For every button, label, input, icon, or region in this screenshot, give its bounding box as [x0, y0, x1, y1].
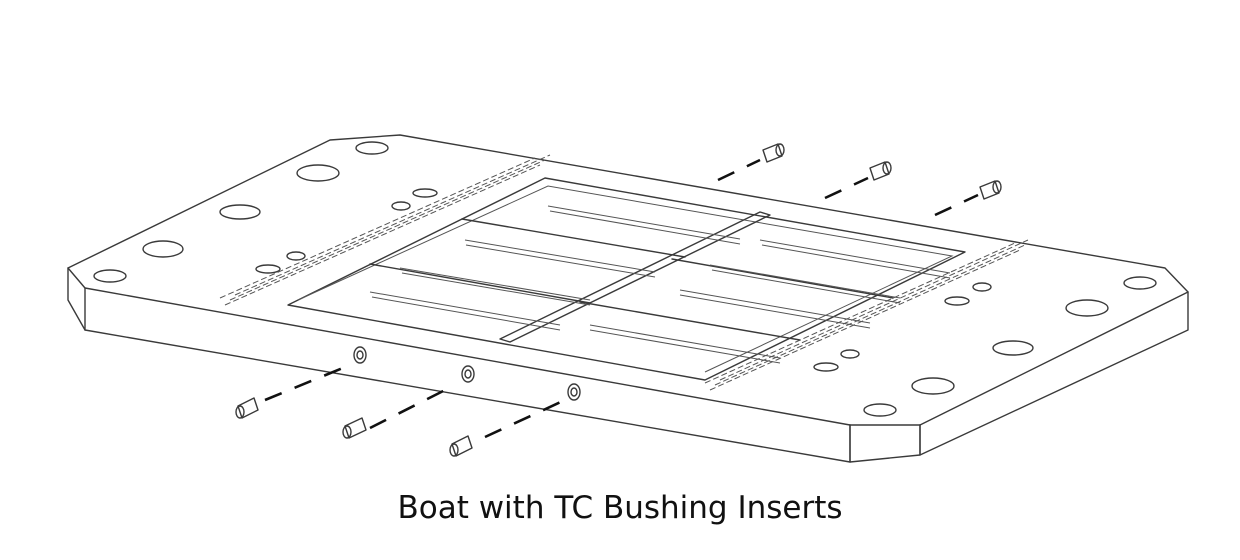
bushing-insert-front-2: [342, 417, 367, 439]
side-bushing-holes: [353, 346, 581, 401]
pocket-divider-long: [499, 211, 771, 343]
bushing-insert-back-1: [762, 143, 785, 163]
plate-left-edge: [67, 267, 86, 331]
pocket-divider-right-1: [579, 301, 801, 341]
plate-corner-bevel: [849, 424, 921, 463]
pocket-inner-ledge: [297, 185, 954, 373]
bushing-insert-back-2: [869, 161, 892, 181]
perforation-strip-left: [219, 154, 551, 306]
pocket-outline: [287, 177, 966, 381]
insertion-lines: [264, 158, 979, 439]
figure-caption: Boat with TC Bushing Inserts: [397, 490, 843, 526]
pocket-divider-left-2: [461, 218, 686, 258]
pocket-divider-left-1: [369, 263, 591, 304]
perforation-strip-right: [704, 239, 1029, 391]
mounting-holes: [93, 141, 1157, 417]
pocket-slots: [369, 205, 951, 364]
bushing-insert-front-3: [449, 435, 473, 457]
plate-top-face: [67, 134, 1189, 426]
boat-drawing: [67, 134, 1189, 463]
bushing-insert-back-3: [979, 180, 1002, 200]
pocket-divider-right-2: [671, 258, 894, 299]
plate-right-side: [919, 291, 1189, 456]
bushing-insert-front-1: [235, 397, 259, 419]
